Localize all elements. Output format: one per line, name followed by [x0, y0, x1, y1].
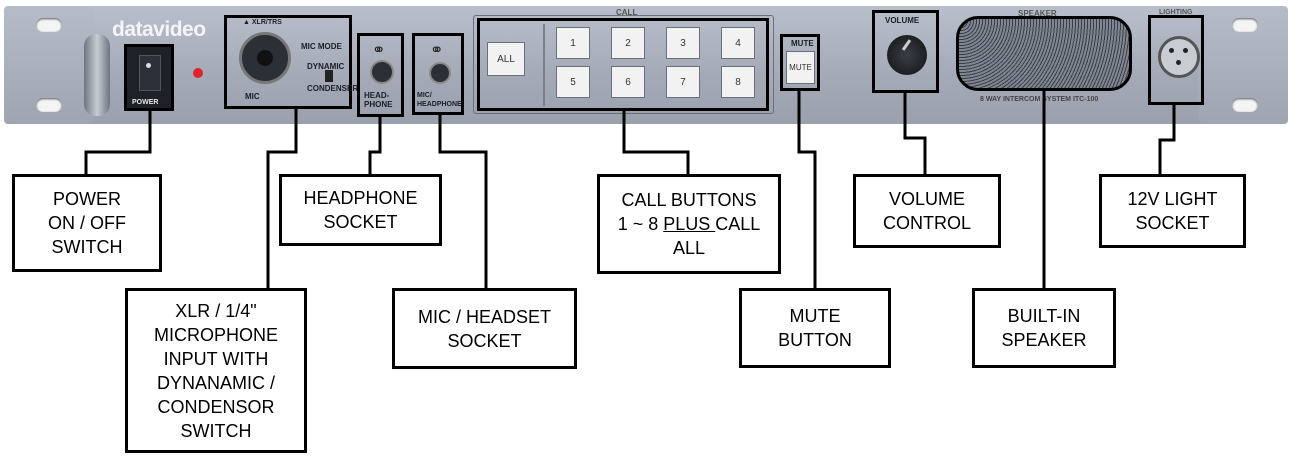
mute-leader: [799, 91, 815, 290]
built-in-speaker-callout: BUILT-IN SPEAKER: [972, 288, 1116, 368]
mic-headset-socket-callout: MIC / HEADSET SOCKET: [392, 288, 577, 369]
headphone-leader: [370, 117, 380, 176]
light-socket-callout: 12V LIGHT SOCKET: [1099, 174, 1246, 248]
call-callout-line1: CALL BUTTONS: [621, 188, 756, 212]
call-callout-plus: PLUS: [663, 214, 715, 234]
mute-button-callout: MUTE BUTTON: [739, 288, 891, 368]
power-leader: [86, 111, 150, 176]
call-callout-line2: 1 ~ 8 PLUS CALL: [618, 212, 761, 236]
light-leader: [1160, 105, 1174, 176]
call-buttons-callout: CALL BUTTONS 1 ~ 8 PLUS CALL ALL: [597, 174, 781, 274]
power-switch-callout: POWER ON / OFF SWITCH: [12, 174, 162, 272]
headphone-socket-callout: HEADPHONE SOCKET: [279, 174, 442, 246]
xlr-microphone-callout: XLR / 1/4" MICROPHONE INPUT WITH DYNANAM…: [125, 288, 307, 453]
call-leader: [624, 111, 688, 176]
volume-control-callout: VOLUME CONTROL: [853, 174, 1001, 248]
volume-leader: [905, 93, 925, 176]
mic-headset-leader: [440, 113, 486, 290]
call-callout-line3: ALL: [673, 236, 705, 260]
